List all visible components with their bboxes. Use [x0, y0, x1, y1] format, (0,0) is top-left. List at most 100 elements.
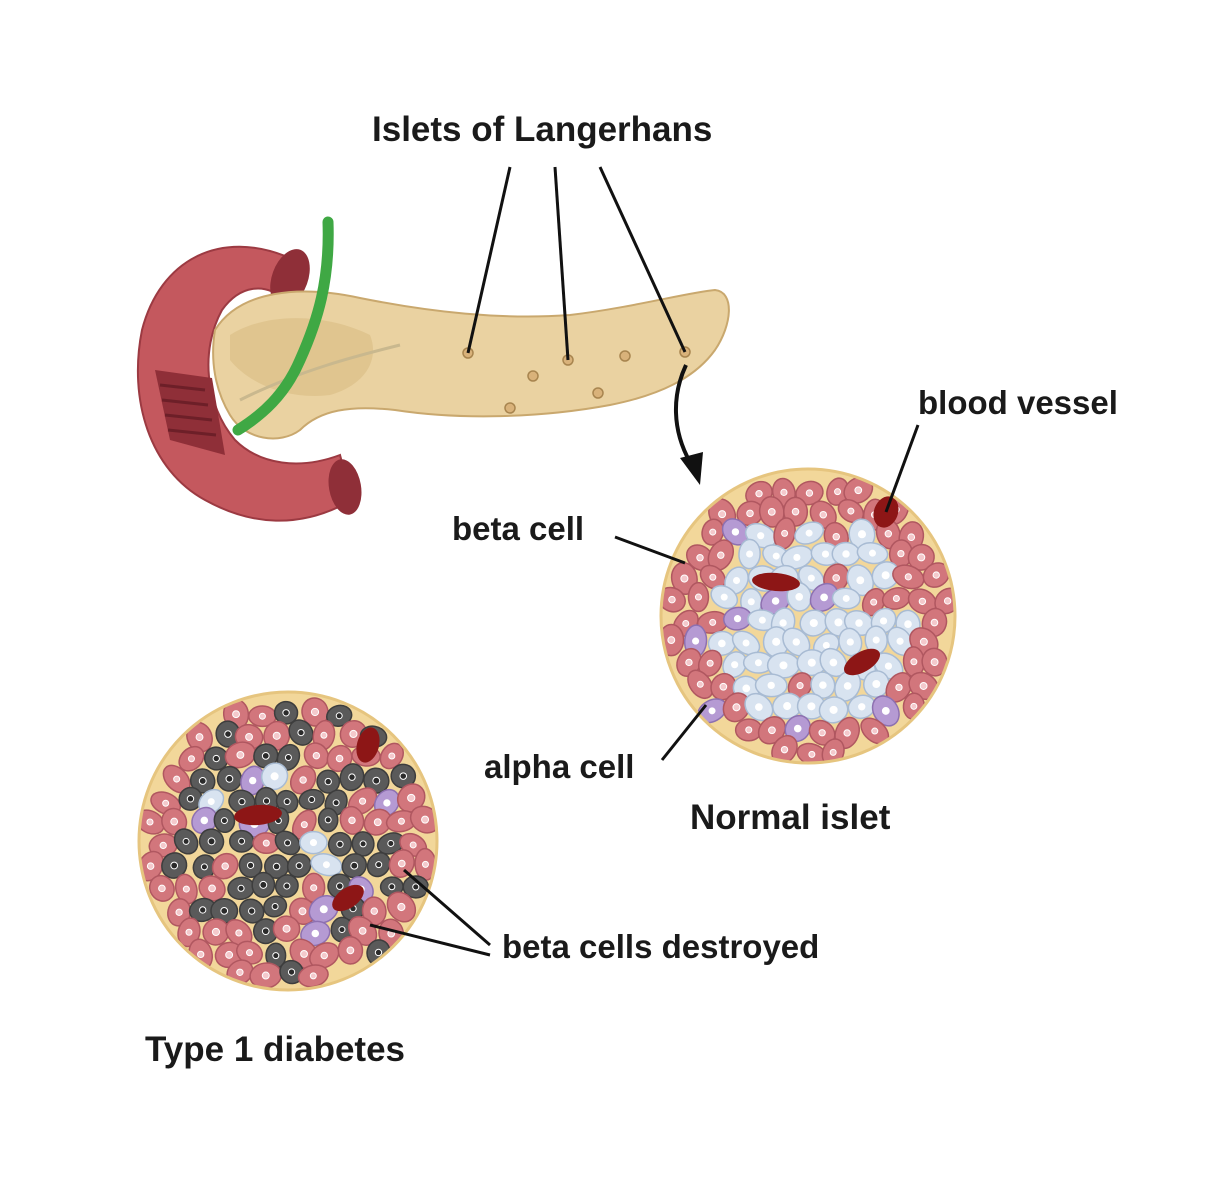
- destroyed-beta-cell: [326, 704, 353, 727]
- beta-cell: [871, 561, 900, 590]
- delta-cell: [784, 714, 811, 743]
- alpha-cell: [701, 518, 725, 546]
- beta-cell: [799, 609, 829, 637]
- normal-islet-caption: Normal islet: [690, 798, 891, 837]
- destroyed-beta-cell: [317, 807, 339, 833]
- islet-dot: [592, 387, 604, 399]
- arrow-to-normal-islet: [673, 364, 703, 485]
- alpha-cell: [139, 809, 165, 835]
- destroyed-beta-cell: [251, 871, 276, 898]
- islet-dot: [527, 370, 539, 382]
- blood-vessel: [843, 648, 881, 676]
- type1-islet: [137, 690, 439, 992]
- alpha-cell: [148, 874, 175, 902]
- alpha-cell: [722, 692, 751, 723]
- alpha-cell: [888, 539, 913, 569]
- beta-cell: [794, 521, 825, 545]
- destroyed-beta-cell: [198, 828, 225, 855]
- alpha-cell: [885, 672, 913, 703]
- destroyed-beta-cell: [203, 746, 229, 771]
- type1-diabetes-caption: Type 1 diabetes: [145, 1030, 406, 1069]
- alpha-cell: [388, 849, 415, 878]
- beta-cell: [810, 542, 841, 567]
- destroyed-beta-cell: [286, 853, 312, 878]
- blood-vessel: [234, 804, 282, 826]
- alpha-cell: [361, 896, 387, 926]
- alpha-cell: [687, 581, 710, 613]
- alpha-cell: [272, 915, 301, 942]
- destroyed-beta-cell: [330, 916, 354, 943]
- beta-cell: [810, 671, 836, 699]
- normal-islet: [659, 467, 957, 765]
- delta-cell: [308, 894, 339, 924]
- blood-vessel: [356, 727, 380, 763]
- alpha-cell: [892, 564, 925, 590]
- alpha-cell: [386, 891, 417, 923]
- beta-cell: [707, 630, 736, 656]
- islets-title: Islets of Langerhans: [372, 110, 713, 149]
- destroyed-beta-cell: [327, 831, 353, 857]
- destroyed-beta-cell: [189, 768, 216, 794]
- alpha-cell: [289, 765, 317, 795]
- beta-cell: [786, 582, 812, 612]
- alpha-cell: [211, 852, 239, 880]
- alpha-cell: [252, 832, 281, 855]
- bile-duct: [232, 216, 334, 436]
- alpha-cell: [303, 742, 329, 770]
- blood-vessel-label: blood vessel: [918, 384, 1118, 421]
- destroyed-beta-cell: [274, 830, 301, 856]
- alpha-cell: [409, 805, 437, 834]
- beta-cell: [731, 630, 761, 656]
- alpha-cell: [302, 872, 326, 903]
- beta-cell: [754, 673, 788, 698]
- beta-cell: [834, 670, 862, 702]
- destroyed-beta-cell: [213, 808, 236, 834]
- alpha-cell: [734, 718, 763, 742]
- alpha-cell: [247, 705, 277, 728]
- beta-cell: [722, 651, 748, 679]
- destroyed-beta-cell: [390, 763, 417, 789]
- duodenum: [136, 245, 362, 522]
- destroyed-beta-cell: [376, 832, 405, 855]
- destroyed-beta-cell: [341, 853, 367, 879]
- destroyed-beta-cell: [238, 852, 263, 878]
- beta-cell: [310, 853, 343, 877]
- beta-cell: [886, 626, 914, 656]
- beta-cell: [766, 652, 801, 679]
- delta-cell: [871, 695, 900, 727]
- beta-cell: [864, 625, 888, 655]
- beta-cell: [856, 542, 889, 565]
- leader-lines: [369, 424, 920, 957]
- islet-dot: [504, 402, 516, 414]
- alpha-cell: [263, 720, 291, 751]
- pancreas: [212, 288, 730, 440]
- destroyed-beta-cell: [298, 788, 325, 811]
- alpha-cell: [177, 917, 201, 948]
- alpha-cell: [339, 805, 365, 835]
- blood-vessel: [752, 572, 800, 592]
- beta-cell: [818, 696, 849, 724]
- alpha-cell: [178, 745, 205, 772]
- alpha-cell: [337, 936, 364, 965]
- alpha-cell: [202, 918, 230, 946]
- alpha-cell: [385, 810, 418, 833]
- destroyed-beta-cell: [264, 854, 290, 879]
- alpha-cell: [162, 764, 191, 794]
- alpha-cell: [787, 672, 813, 700]
- destroyed-beta-cell: [263, 895, 288, 918]
- alpha-cell: [174, 873, 198, 905]
- destroyed-beta-cell: [288, 719, 314, 746]
- title-pointer-lines: [466, 166, 687, 361]
- beta-cell: [299, 830, 328, 855]
- alpha-cell: [860, 717, 890, 745]
- alpha-cell: [379, 742, 404, 770]
- destroyed-beta-cell: [339, 763, 365, 792]
- destroyed-beta-cell: [351, 831, 375, 857]
- delta-cell: [809, 582, 839, 612]
- alpha-cell: [224, 741, 257, 769]
- beta-cell: [740, 587, 763, 616]
- beta-cell: [738, 538, 761, 570]
- beta-cell: [710, 585, 739, 610]
- beta-cell: [831, 541, 861, 567]
